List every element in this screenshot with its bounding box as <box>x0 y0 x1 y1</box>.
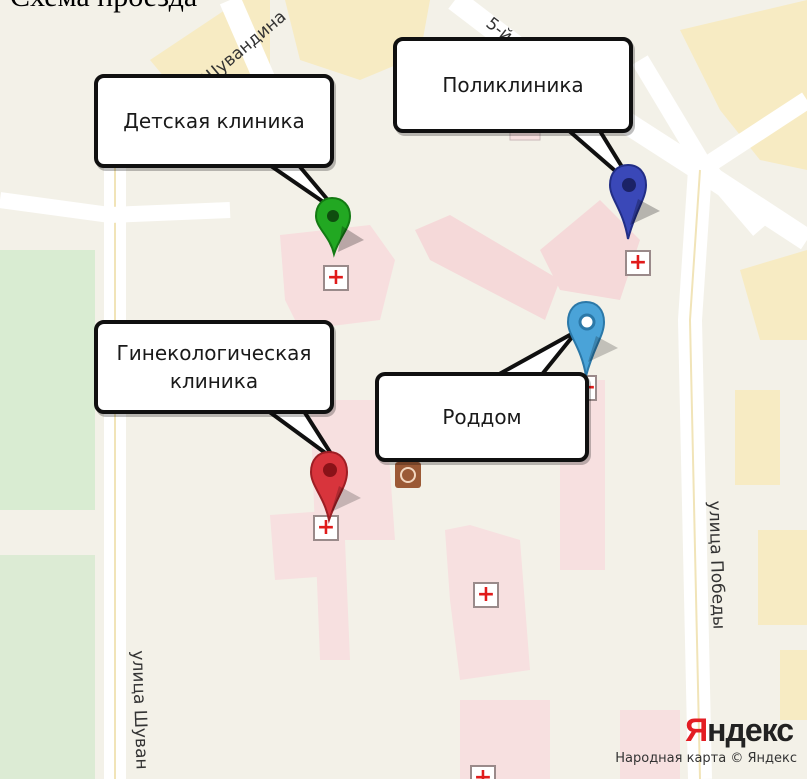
hospital-building <box>540 200 640 300</box>
callout-polyclinic[interactable]: Поликлиника <box>393 37 633 133</box>
hospital-cross-icon[interactable]: + <box>473 582 499 608</box>
children-clinic-pin-icon[interactable] <box>312 196 368 260</box>
page-title: Схема проезда <box>10 0 197 14</box>
park-area <box>0 250 95 510</box>
gynecology-pin-icon[interactable] <box>305 450 363 524</box>
hospital-building <box>620 710 680 779</box>
building-block <box>780 650 807 720</box>
polyclinic-pin-icon[interactable] <box>606 163 662 243</box>
hospital-cross-icon[interactable]: + <box>323 265 349 291</box>
callout-gynecology-clinic[interactable]: Гинекологическая клиника <box>94 320 334 414</box>
callout-children-clinic[interactable]: Детская клиника <box>94 74 334 168</box>
building-block <box>740 250 807 340</box>
map-attribution[interactable]: Народная карта © Яндекс <box>615 751 797 766</box>
building-block <box>758 530 807 625</box>
hospital-building <box>415 215 560 320</box>
street-label-shuvandina-bottom: улица Шуван <box>127 650 152 770</box>
yandex-logo: Яндекс <box>685 712 794 748</box>
callout-maternity[interactable]: Роддом <box>375 372 589 462</box>
building-block <box>735 390 780 485</box>
hospital-cross-icon[interactable]: + <box>625 250 651 276</box>
hospital-cross-icon[interactable]: + <box>470 765 496 779</box>
poi-icon <box>395 462 421 488</box>
hospital-cross-icon[interactable]: + <box>313 515 339 541</box>
maternity-pin-icon[interactable] <box>562 300 620 380</box>
park-area <box>0 555 95 779</box>
